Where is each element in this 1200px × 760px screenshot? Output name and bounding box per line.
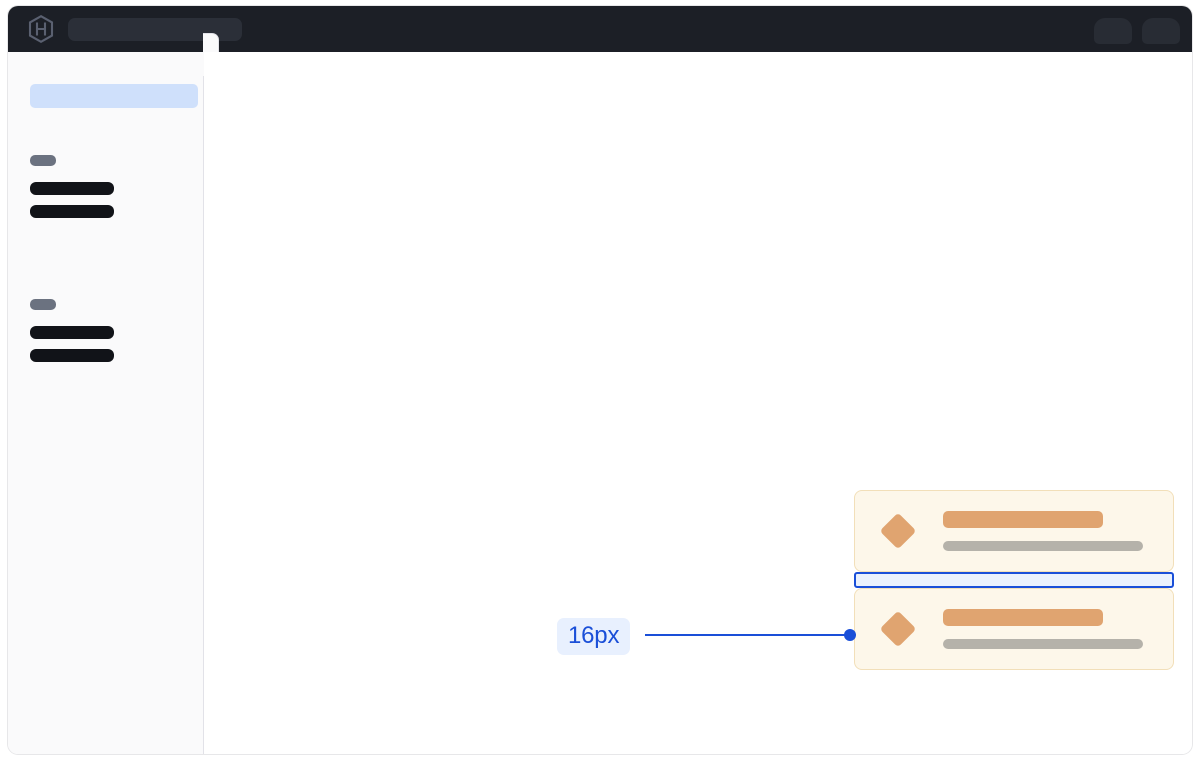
notice-card-subtitle: [943, 639, 1143, 649]
avatar[interactable]: [1142, 18, 1180, 44]
sidebar-item-0-0[interactable]: [30, 182, 114, 195]
notice-card-title: [943, 511, 1103, 528]
hexagon-h-logo-icon[interactable]: [26, 14, 56, 44]
sidebar-item-active[interactable]: [30, 84, 198, 108]
search-input[interactable]: [68, 18, 242, 41]
app-window: 16px: [8, 6, 1192, 754]
measurement-anchor-dot: [844, 629, 856, 641]
sidebar-item-1-0[interactable]: [30, 326, 114, 339]
diamond-warning-icon: [879, 610, 917, 648]
notice-card[interactable]: [854, 490, 1174, 572]
sidebar-item-1-1[interactable]: [30, 349, 114, 362]
sidebar-group-label: [30, 155, 56, 166]
notice-card-title: [943, 609, 1103, 626]
sidebar-group-1: [30, 299, 114, 372]
notice-card-stack: [854, 490, 1174, 670]
sidebar-group-0: [30, 155, 114, 228]
notice-card[interactable]: [854, 588, 1174, 670]
topbar-action-a-icon[interactable]: [1094, 18, 1132, 44]
sidebar: [8, 52, 204, 754]
measurement-leader-line: [645, 634, 848, 636]
top-navigation-bar: [8, 6, 1192, 52]
spacing-highlight-strip: [854, 572, 1174, 588]
sidebar-group-label: [30, 299, 56, 310]
measurement-value-label: 16px: [557, 618, 631, 655]
notice-card-subtitle: [943, 541, 1143, 551]
diamond-warning-icon: [879, 512, 917, 550]
sidebar-item-0-1[interactable]: [30, 205, 114, 218]
